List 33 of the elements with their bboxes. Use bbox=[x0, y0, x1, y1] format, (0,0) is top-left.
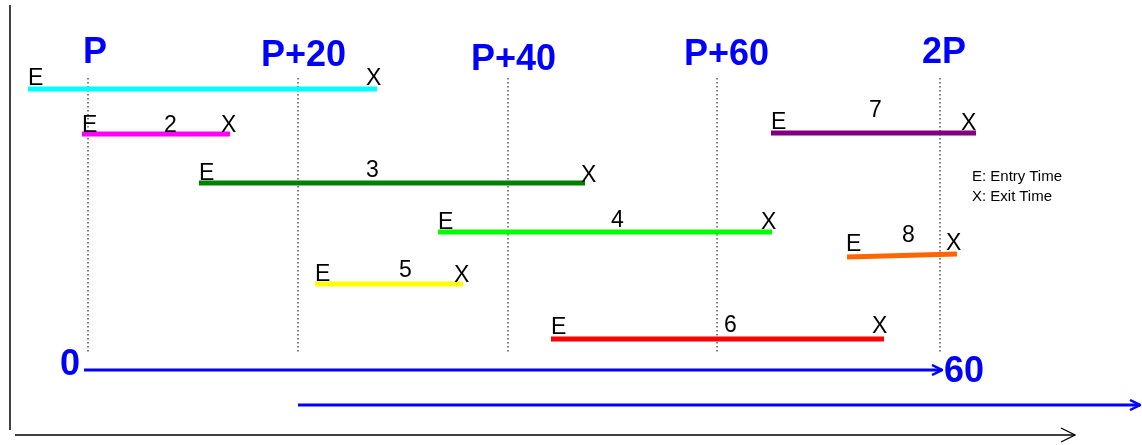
entry-label: E bbox=[846, 232, 862, 255]
entry-label: E bbox=[771, 110, 787, 133]
arrow bbox=[84, 363, 944, 377]
exit-label: X bbox=[761, 210, 777, 233]
entry-label: E bbox=[438, 210, 454, 233]
time-label: P bbox=[83, 33, 107, 69]
time-label: P+20 bbox=[261, 36, 347, 72]
exit-label: X bbox=[221, 113, 237, 136]
exit-label: X bbox=[872, 314, 888, 337]
entry-label: E bbox=[551, 315, 567, 338]
entry-label: E bbox=[28, 66, 44, 89]
time-label: 2P bbox=[922, 33, 967, 69]
bar-number: 6 bbox=[724, 313, 737, 336]
exit-label: X bbox=[366, 66, 382, 89]
exit-label: X bbox=[581, 163, 597, 186]
bar-number: 3 bbox=[366, 158, 379, 181]
bar-number: 5 bbox=[399, 258, 412, 281]
bar-number: 8 bbox=[902, 223, 915, 246]
legend-text: E: Entry Time bbox=[972, 168, 1063, 183]
entry-label: E bbox=[82, 113, 98, 136]
time-label: P+60 bbox=[684, 35, 770, 71]
exit-label: X bbox=[454, 263, 470, 286]
legend-text: X: Exit Time bbox=[972, 188, 1053, 203]
scale-label: 0 bbox=[60, 345, 81, 381]
bar-number: 4 bbox=[611, 208, 624, 231]
bar-number: 2 bbox=[164, 113, 177, 136]
exit-label: X bbox=[961, 111, 977, 134]
scale-label: 60 bbox=[944, 352, 985, 388]
entry-label: E bbox=[199, 161, 215, 184]
entry-label: E bbox=[315, 262, 331, 285]
exit-label: X bbox=[946, 231, 962, 254]
time-label: P+40 bbox=[471, 40, 557, 76]
bar-number: 7 bbox=[869, 98, 882, 121]
